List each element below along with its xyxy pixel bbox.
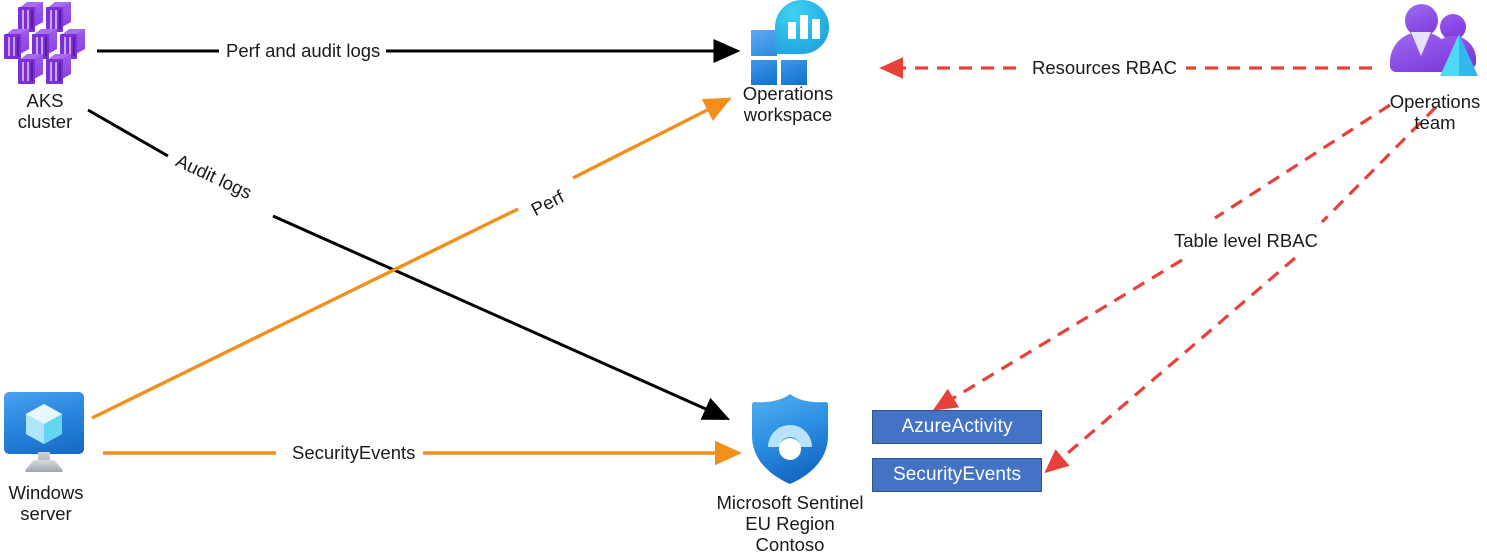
aks-container-6 (18, 54, 43, 84)
edge-table-rbac-azureactivity-upper (1214, 103, 1391, 220)
server-cube-glyph (26, 404, 62, 444)
aks-container-1 (18, 2, 43, 32)
edge-label-perf: Perf (527, 185, 568, 220)
shield-glyph (752, 394, 828, 484)
aks-container-7 (46, 54, 71, 84)
edge-table-rbac-azureactivity-lower (932, 258, 1183, 411)
azure-pyramid-icon (1440, 34, 1478, 76)
edge-label-audit-logs: Audit logs (172, 149, 256, 204)
aks-cluster-icon (0, 2, 92, 84)
node-label-aks-cluster: AKS cluster (17, 90, 73, 132)
node-operations-team[interactable]: Operations team (1388, 2, 1487, 133)
aks-container-2 (46, 2, 71, 32)
person-secondary-head (1440, 14, 1466, 40)
monitor-screen (4, 392, 84, 454)
aks-container-5 (60, 29, 85, 59)
edge-winserver-to-workspace-lower (91, 207, 519, 420)
person-primary-head (1405, 4, 1438, 37)
table-box-azureactivity[interactable]: AzureActivity (872, 410, 1042, 444)
aks-container-4 (32, 29, 57, 59)
node-label-microsoft-sentinel: Microsoft Sentinel EU Region Contoso (716, 492, 864, 555)
log-analytics-workspace-icon (745, 0, 831, 85)
edge-aks-to-sentinel-upper (87, 108, 169, 158)
microsoft-sentinel-shield-icon (745, 392, 835, 486)
edge-winserver-to-workspace-upper (572, 97, 732, 180)
node-label-operations-team: Operations team (1389, 91, 1481, 133)
aks-container-3 (4, 29, 29, 59)
node-aks-cluster[interactable]: AKS cluster (0, 2, 92, 132)
node-label-windows-server: Windows server (8, 482, 84, 524)
edge-aks-to-sentinel-lower (272, 214, 731, 420)
node-label-operations-workspace: Operations workspace (742, 83, 834, 125)
edge-label-resources-rbac: Resources RBAC (1028, 57, 1181, 79)
table-box-securityevents-label: SecurityEvents (892, 464, 1022, 485)
node-operations-workspace[interactable]: Operations workspace (743, 0, 838, 125)
operations-team-icon (1388, 2, 1487, 86)
table-box-securityevents[interactable]: SecurityEvents (872, 458, 1042, 492)
table-box-azureactivity-label: AzureActivity (901, 416, 1013, 437)
edge-label-securityevents: SecurityEvents (288, 442, 420, 464)
edge-label-perf-and-audit-logs: Perf and audit logs (222, 40, 385, 62)
windows-server-icon (0, 392, 92, 478)
edge-label-table-level-rbac: Table level RBAC (1170, 230, 1322, 252)
edge-table-rbac-securityevents-lower (1044, 256, 1297, 474)
node-microsoft-sentinel[interactable]: Microsoft Sentinel EU Region Contoso (716, 392, 877, 555)
node-windows-server[interactable]: Windows server (0, 392, 92, 524)
